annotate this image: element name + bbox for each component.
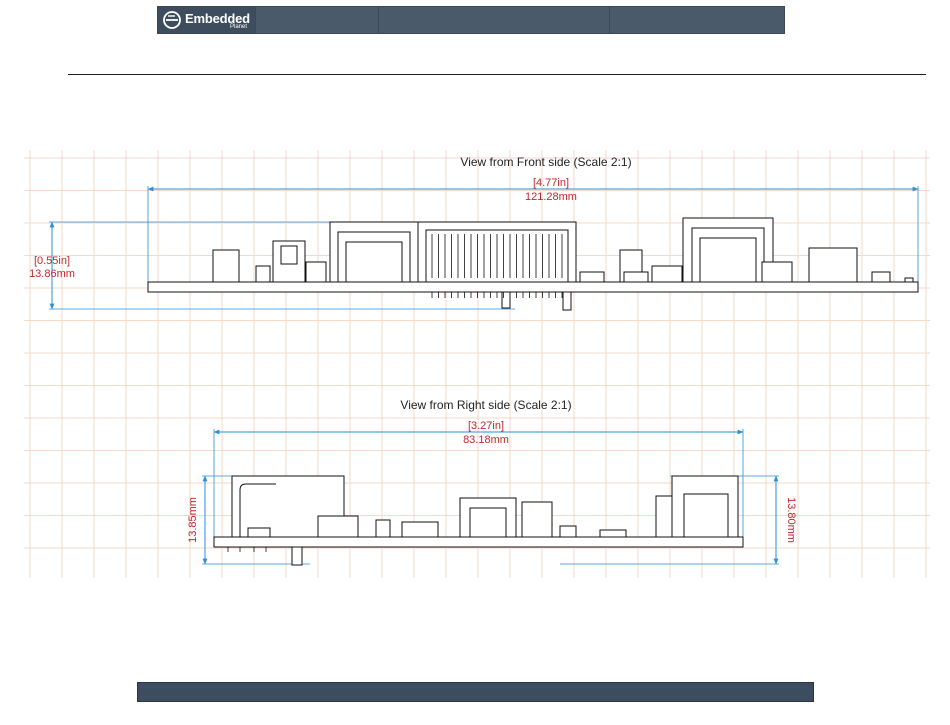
- right-width-in: [3.27in]: [468, 420, 504, 432]
- right-left-height-mm: 13.85mm: [187, 497, 199, 543]
- front-view-title: View from Front side (Scale 2:1): [460, 155, 631, 169]
- front-view: View from Front side (Scale 2:1) [4.77in…: [29, 155, 918, 310]
- front-board-outline: [148, 218, 918, 310]
- footer-bar: [137, 682, 814, 702]
- right-right-height-mm: 13.80mm: [785, 497, 797, 543]
- front-width-mm: 121.28mm: [525, 191, 577, 203]
- front-height-mm: 13.86mm: [29, 268, 75, 280]
- front-height-in: [0.55in]: [34, 255, 70, 267]
- right-width-mm: 83.18mm: [463, 434, 509, 446]
- right-view: View from Right side (Scale 2:1) [3.27in…: [187, 398, 797, 565]
- right-view-title: View from Right side (Scale 2:1): [400, 398, 571, 412]
- front-width-in: [4.77in]: [533, 177, 569, 189]
